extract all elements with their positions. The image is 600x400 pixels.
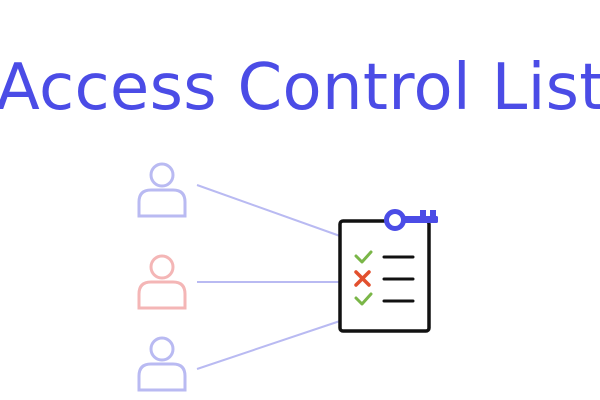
- user-icon: [137, 336, 187, 392]
- key-icon: [384, 209, 438, 231]
- connector-line-top: [196, 184, 341, 237]
- checklist-document-icon: [338, 219, 431, 333]
- cross-icon: [354, 270, 371, 287]
- user-icon-denied: [137, 254, 187, 310]
- check-icon: [354, 292, 373, 306]
- check-icon: [354, 250, 373, 264]
- page-title: Access Control List: [0, 51, 600, 125]
- user-icon: [137, 162, 187, 218]
- connector-line-bottom: [196, 320, 341, 370]
